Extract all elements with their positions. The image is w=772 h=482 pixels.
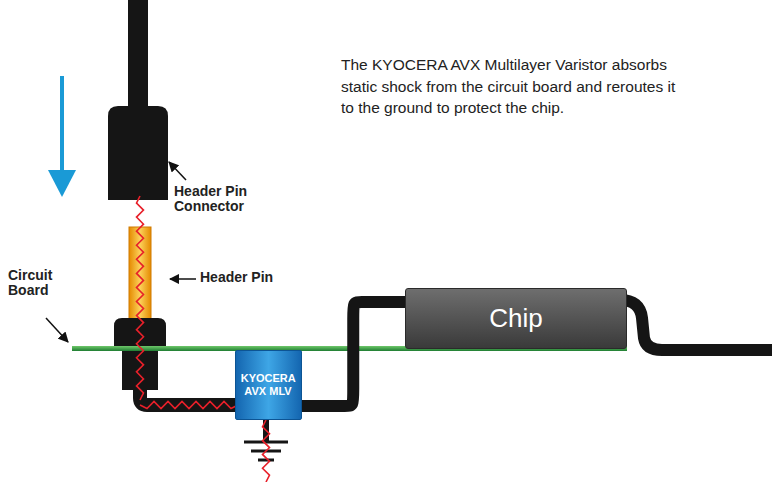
part-label: Header Pin xyxy=(200,270,310,285)
static-discharge xyxy=(137,196,270,482)
static-spark xyxy=(140,402,238,409)
leader-arrow xyxy=(169,162,186,180)
trace-wire xyxy=(302,302,406,406)
varistor-component: KYOCERA AVX MLV xyxy=(235,350,302,420)
static-spark xyxy=(263,420,270,482)
motion-arrow xyxy=(60,76,64,172)
pin-base-lower xyxy=(122,350,158,390)
motion-arrowhead xyxy=(48,170,76,197)
node-label: Chip xyxy=(489,304,542,333)
node-label: KYOCERA AVX MLV xyxy=(241,372,296,397)
description-note: The KYOCERA AVX Multilayer Varistor abso… xyxy=(341,54,676,119)
part-label: Header Pin Connector xyxy=(174,184,264,213)
leader-arrow xyxy=(46,318,68,342)
chip-lead xyxy=(620,300,772,350)
header-pin-connector xyxy=(108,106,168,200)
chip-box: Chip xyxy=(405,288,627,349)
part-label: Circuit Board xyxy=(8,268,78,297)
leader-arrow xyxy=(170,278,196,280)
connector-cable xyxy=(128,0,148,112)
static-spark xyxy=(137,196,144,400)
